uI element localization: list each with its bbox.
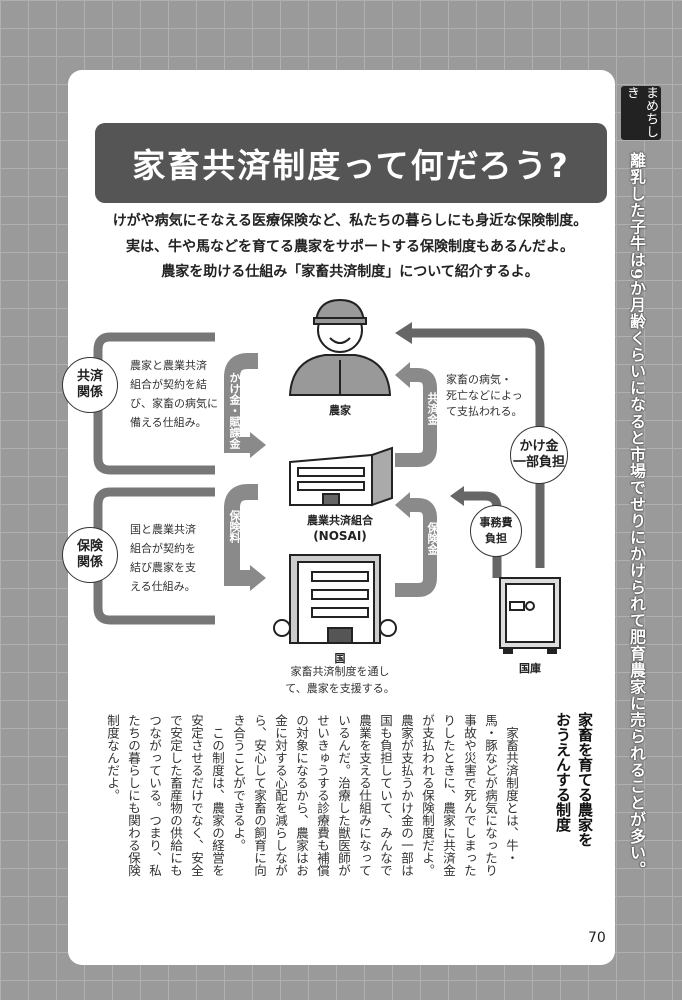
hokenkin-arrowhead: [395, 492, 410, 518]
hoken-relation-badge: 保険 関係: [62, 527, 118, 583]
country-description: 家畜共済制度を通し て、農家を支援する。: [275, 663, 405, 697]
page-title-text: 家畜共済制度って何だろう?: [132, 146, 570, 185]
desc-line: 家畜共済制度を通し: [290, 665, 390, 678]
jimuhi-share-line-1: 事務費: [479, 516, 513, 529]
article-column: 金に対する心配を減らしなが: [273, 714, 288, 877]
article-body: 家畜共済制度とは、牛・馬・豚などが病気になったり事故や災害で死んでしまったりした…: [102, 714, 522, 894]
desc-line: える仕組み。: [130, 580, 196, 593]
desc-line: 家畜の病気・: [446, 373, 512, 386]
hokenryo-arrow: [224, 484, 258, 586]
kyosaikin-arrow-label: 共済金: [426, 392, 439, 425]
kakekin-arrow: [224, 353, 258, 453]
desc-line: び、家畜の病気に: [130, 397, 218, 410]
hoken-relation-line-2: 関係: [76, 555, 103, 570]
hoken-description: 国と農業共済 組合が契約を 結び農家を支 える仕組み。: [130, 520, 196, 596]
article-column: りしたときに、農家に共済金: [441, 714, 456, 877]
article-heading: 家畜を育てる農家を おうえんする制度: [552, 712, 596, 847]
government-building-illustration: [273, 554, 397, 644]
article-column: ら、安心して家畜の飼育に向: [252, 714, 267, 877]
hokenryo-arrow-label: 保険料: [228, 510, 241, 543]
kyosai-description: 農家と農業共済 組合が契約を結 び、家畜の病気に 備える仕組み。: [130, 356, 218, 432]
desc-line: て、農家を支援する。: [285, 682, 395, 695]
article-column: の対象になるから、農家はお: [294, 714, 309, 877]
article-column: この制度は、農家の経営を: [210, 714, 225, 877]
kakekin-arrow-label: かけ金・賦課金: [228, 372, 241, 449]
article-column: せいきゅうする診療費も補償: [315, 714, 330, 877]
article-heading-line-2: おうえんする制度: [554, 712, 572, 832]
article-column: 国も負担していて、みんなで: [378, 714, 393, 877]
kakekin-share-badge: かけ金 一部負担: [510, 426, 568, 484]
nosai-building-illustration: [289, 446, 393, 507]
desc-line: 結び農家を支: [130, 561, 196, 574]
article-column: 制度なんだよ。: [105, 714, 120, 802]
article-column: き合うことができるよ。: [231, 714, 246, 852]
article-heading-line-1: 家畜を育てる農家を: [576, 712, 594, 847]
country-label: 国: [334, 652, 346, 665]
kyosaikin-arrowhead: [395, 362, 410, 388]
mamechishiki-label: まめちしき: [621, 86, 661, 140]
jimuhi-share-line-2: 負担: [485, 532, 507, 545]
article-column: 家畜共済制度とは、牛・: [504, 714, 519, 865]
intro-line-2: 実は、牛や馬などを育てる農家をサポートする保険制度もあるんだよ。: [126, 239, 574, 255]
kakekin-share-arrow: [410, 328, 545, 568]
desc-line: 組合が契約を結: [130, 378, 207, 391]
desc-line: 農家と農業共済: [130, 359, 207, 372]
treasury-safe-illustration: [499, 577, 561, 654]
jimuhi-share-badge: 事務費 負担: [470, 505, 522, 557]
kyosai-relation-badge: 共済 関係: [62, 357, 118, 413]
farmer-label: 農家: [329, 404, 351, 417]
hoken-relation-line-1: 保険: [76, 539, 103, 554]
kakekin-arrowhead: [250, 432, 266, 458]
desc-line: 死亡などによっ: [446, 389, 523, 402]
desc-line: 国と農業共済: [130, 523, 196, 536]
nosai-label: 農業共済組合: [307, 514, 373, 527]
page-card: [68, 70, 615, 965]
hokenkin-arrow-label: 保険金: [426, 522, 439, 555]
kakekin-share-arrowhead: [395, 322, 412, 344]
article-column: つながっている。つまり、私: [147, 714, 162, 877]
article-column: 安定させるだけでなく、安全: [189, 714, 204, 877]
nosai-abbr-label: (NOSAI): [313, 529, 367, 543]
article-column: たちの暮らしにも関わる保険: [126, 714, 141, 877]
article-column: いるんだ。治療した獣医師が: [336, 714, 351, 877]
page-number: 70: [588, 930, 606, 946]
article-column: が支払われる保険制度だよ。: [420, 714, 435, 877]
kyosai-relation-line-1: 共済: [76, 369, 103, 384]
kyosaikin-arrow: [395, 368, 437, 467]
desc-line: て支払われる。: [446, 405, 523, 418]
article-column: 馬・豚などが病気になったり: [483, 714, 498, 877]
article-column: 農業を支える仕組みになって: [357, 714, 372, 877]
hokenryo-arrowhead: [250, 565, 266, 591]
kyosai-relation-line-2: 関係: [76, 385, 103, 400]
intro-line-1: けがや病気にそなえる医療保険など、私たちの暮らしにも身近な保険制度。: [112, 213, 588, 229]
jimuhi-arrowhead: [450, 486, 464, 506]
desc-line: 組合が契約を: [130, 542, 196, 555]
article-column: 農家が支払うかけ金の一部は: [399, 714, 414, 877]
kakekin-share-line-2: 一部負担: [512, 455, 565, 470]
page-title: 家畜共済制度って何だろう?: [95, 123, 607, 203]
article-column: 事故や災害で死んでしまった: [462, 714, 477, 877]
kakekin-share-line-1: かけ金: [519, 439, 559, 454]
intro-line-3: 農家を助ける仕組み「家畜共済制度」について紹介するよ。: [161, 264, 539, 280]
farmer-illustration: [288, 298, 392, 396]
article-column: で安定した畜産物の供給にも: [168, 714, 183, 877]
hokenkin-arrow: [395, 498, 437, 597]
kyosaikin-description: 家畜の病気・ 死亡などによっ て支払われる。: [446, 372, 523, 420]
desc-line: 備える仕組み。: [130, 416, 207, 429]
treasury-label: 国庫: [519, 662, 541, 675]
mamechishiki-text: 離乳した子牛は9か月齢くらいになると市場でせりにかけられて肥育農家に売られること…: [627, 152, 646, 878]
